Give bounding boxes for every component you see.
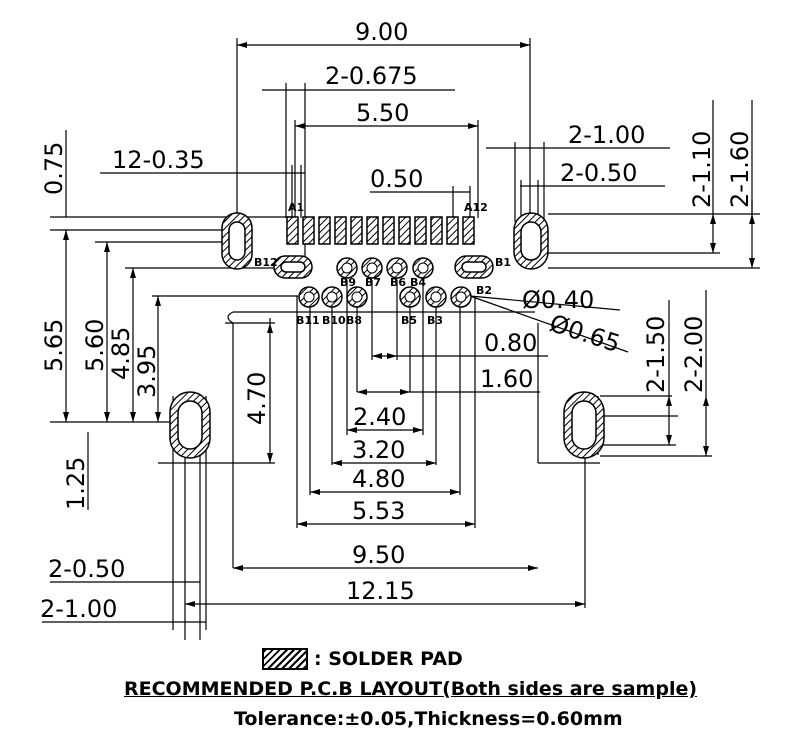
pin-label-b9: B9	[340, 276, 356, 289]
dim-2-1-00-bottom: 2-1.00	[40, 595, 117, 623]
solder-pad-legend: : SOLDER PAD	[262, 646, 463, 672]
dim-2-2-00: 2-2.00	[680, 316, 708, 393]
dim-12-0-35: 12-0.35	[112, 146, 205, 174]
dim-phi-0-40: Ø0.40	[522, 286, 594, 314]
pin-label-b2: B2	[476, 284, 492, 297]
dim-2-0-675: 2-0.675	[325, 62, 418, 90]
dim-2-0-50-bottom: 2-0.50	[48, 555, 125, 583]
shell-slot-top-right	[513, 212, 549, 270]
slot-b1	[454, 255, 494, 279]
pin-label-b12: B12	[254, 256, 278, 269]
pin-label-b11: B11	[296, 314, 320, 327]
pin-label-b6: B6	[390, 276, 406, 289]
solder-pad-swatch	[262, 648, 308, 670]
pin-label-b3: B3	[427, 314, 443, 327]
dim-2-40: 2.40	[353, 403, 406, 431]
round-pads	[298, 257, 472, 308]
dim-4-85: 4.85	[107, 327, 135, 380]
dim-9-00: 9.00	[355, 18, 408, 46]
slot-b12	[273, 255, 313, 279]
solder-pads-top-row	[286, 216, 475, 245]
dim-0-80: 0.80	[484, 329, 537, 357]
shell-slot-bottom-right	[563, 391, 605, 459]
dim-3-20: 3.20	[352, 436, 405, 464]
shell-slot-top-left	[221, 212, 253, 270]
dim-0-50: 0.50	[370, 165, 423, 193]
dim-12-15: 12.15	[346, 577, 415, 605]
dim-0-75: 0.75	[40, 142, 68, 195]
dim-4-70: 4.70	[243, 372, 271, 425]
legend-label: : SOLDER PAD	[314, 648, 463, 670]
dim-2-1-10: 2-1.10	[688, 131, 716, 208]
dim-2-1-00-top: 2-1.00	[568, 121, 645, 149]
dim-5-50: 5.50	[356, 99, 409, 127]
pin-label-b8: B8	[346, 314, 362, 327]
dim-5-65: 5.65	[40, 319, 68, 372]
dim-5-60: 5.60	[81, 319, 109, 372]
dim-5-53: 5.53	[352, 497, 405, 525]
pin-label-b4: B4	[410, 276, 426, 289]
dim-2-0-50-top: 2-0.50	[560, 159, 637, 187]
shell-slot-bottom-left	[169, 391, 211, 459]
tolerance-note: Tolerance:±0.05,Thickness=0.60mm	[234, 708, 623, 730]
dim-3-95: 3.95	[133, 345, 161, 398]
pin-label-b10: B10	[322, 314, 346, 327]
dim-2-1-50: 2-1.50	[642, 316, 670, 393]
dim-1-60: 1.60	[480, 365, 533, 393]
dim-4-80: 4.80	[352, 465, 405, 493]
pin-label-a12: A12	[464, 201, 488, 214]
dim-9-50: 9.50	[352, 541, 405, 569]
pin-label-a1: A1	[288, 201, 304, 214]
layout-title: RECOMMENDED P.C.B LAYOUT(Both sides are …	[124, 678, 698, 700]
dim-phi-0-65: Ø0.65	[546, 309, 623, 358]
pin-label-b7: B7	[365, 276, 381, 289]
pin-label-b1: B1	[495, 256, 511, 269]
dim-1-25: 1.25	[62, 457, 90, 510]
pin-label-b5: B5	[401, 314, 417, 327]
dim-2-1-60: 2-1.60	[726, 131, 754, 208]
